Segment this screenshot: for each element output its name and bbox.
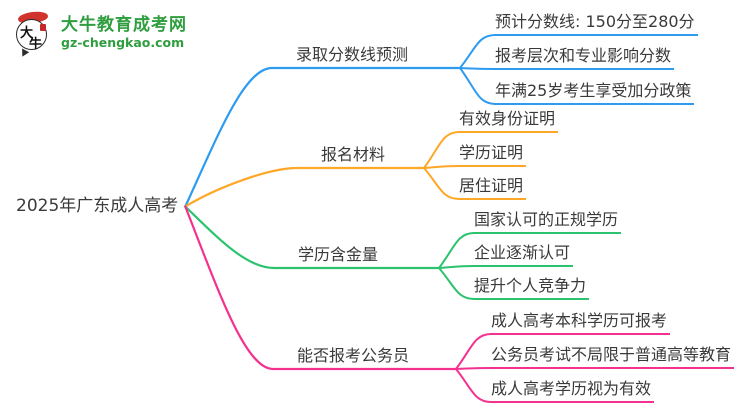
connector-path [184, 205, 458, 371]
site-logo: 大 牛 大牛教育成考网 gz-chengkao.com [14, 10, 187, 59]
logo-bubble-tail [18, 48, 30, 59]
connector-path [438, 232, 476, 269]
connector-path [438, 265, 476, 269]
connector-path [455, 368, 493, 403]
child-node-degree-value-1[interactable]: 国家认可的正规学历 [473, 210, 622, 234]
child-node-civil-service-eligibility-3[interactable]: 成人高考学历视为有效 [490, 379, 655, 403]
branch-label-degree-value[interactable]: 学历含金量 [298, 245, 379, 264]
child-node-registration-materials-2[interactable]: 学历证明 [458, 143, 527, 167]
child-node-civil-service-eligibility-2[interactable]: 公务员考试不局限于普通高等教育 [490, 345, 735, 369]
logo-bull-icon: 大 牛 [14, 10, 52, 59]
logo-text-block: 大牛教育成考网 gz-chengkao.com [61, 14, 187, 51]
child-node-registration-materials-3[interactable]: 居住证明 [458, 176, 527, 200]
connector-path [184, 66, 462, 208]
child-node-civil-service-eligibility-1[interactable]: 成人高考本科学历可报考 [490, 311, 671, 335]
logo-character-niu: 牛 [29, 37, 43, 52]
connector-path [438, 267, 476, 300]
connector-path [459, 67, 497, 70]
branch-label-registration-materials[interactable]: 报名材料 [321, 145, 386, 164]
root-topic-node[interactable]: 2025年广东成人高考 [16, 196, 179, 216]
connector-path [423, 131, 461, 169]
connector-path [423, 165, 461, 169]
connector-path [455, 367, 493, 370]
child-node-admission-score-prediction-1[interactable]: 预计分数线: 150分至280分 [494, 12, 698, 36]
child-node-registration-materials-1[interactable]: 有效身份证明 [458, 109, 559, 133]
logo-character-da: 大 [20, 26, 34, 41]
connector-path [459, 34, 497, 69]
child-node-degree-value-2[interactable]: 企业逐渐认可 [473, 243, 574, 267]
connector-path [184, 166, 426, 208]
logo-red-seal [40, 24, 46, 31]
child-node-admission-score-prediction-3[interactable]: 年满25岁考生享受加分政策 [494, 81, 695, 105]
child-node-degree-value-3[interactable]: 提升个人竞争力 [473, 276, 590, 300]
connector-path [459, 67, 497, 105]
logo-brand-name: 大牛教育成考网 [61, 14, 187, 35]
branch-label-admission-score-prediction[interactable]: 录取分数线预测 [296, 45, 409, 64]
logo-domain-url: gz-chengkao.com [61, 35, 185, 51]
branch-label-civil-service-eligibility[interactable]: 能否报考公务员 [297, 346, 410, 365]
connector-path [423, 167, 461, 200]
connector-path [455, 333, 493, 370]
child-node-admission-score-prediction-2[interactable]: 报考层次和专业影响分数 [494, 46, 675, 70]
